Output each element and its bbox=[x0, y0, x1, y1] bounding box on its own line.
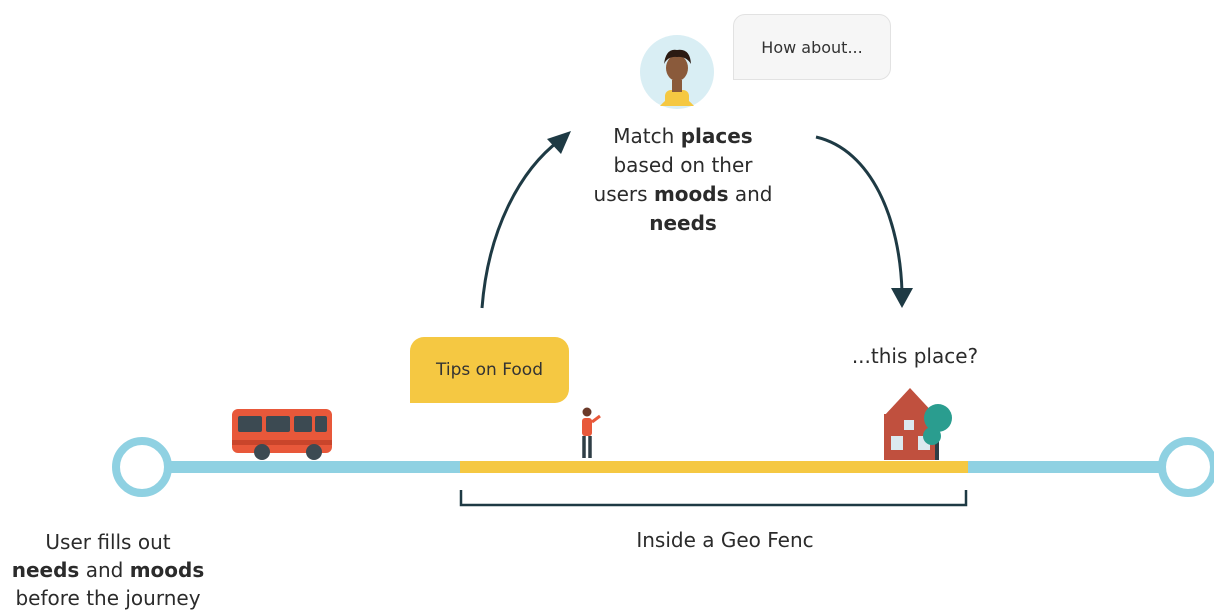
match-line1-text: Match bbox=[613, 124, 681, 148]
tree-icon bbox=[923, 404, 952, 460]
agent-speech-text: How about... bbox=[761, 37, 863, 57]
user-description: User fills out needs and moods before th… bbox=[0, 528, 216, 612]
geo-fence-label: Inside a Geo Fenc bbox=[636, 528, 814, 552]
tips-text: Tips on Food bbox=[436, 360, 543, 380]
agent-speech-bubble: How about... bbox=[733, 14, 891, 80]
bus-icon bbox=[232, 409, 332, 460]
match-places-bold: places bbox=[680, 124, 753, 148]
match-needs-bold: needs bbox=[649, 211, 717, 235]
tips-speech-bubble: Tips on Food bbox=[410, 337, 569, 403]
agent-avatar bbox=[640, 35, 714, 109]
user-moods-bold: moods bbox=[129, 558, 205, 582]
match-description: Match places based on ther users moods a… bbox=[572, 122, 794, 238]
timeline-start-node bbox=[112, 437, 172, 497]
traveler-icon bbox=[582, 407, 601, 458]
match-line3-post: and bbox=[728, 182, 773, 206]
arrow-down-to-place bbox=[815, 135, 913, 308]
timeline-end-node bbox=[1158, 437, 1214, 497]
this-place-label: ...this place? bbox=[851, 344, 979, 368]
user-line3-text: before the journey bbox=[15, 586, 201, 610]
user-line1-text: User fills out bbox=[45, 530, 171, 554]
user-line2-mid: and bbox=[79, 558, 130, 582]
arrow-up-to-match bbox=[480, 131, 571, 309]
match-line3-text: users bbox=[593, 182, 654, 206]
geo-fence-bracket bbox=[459, 490, 968, 507]
match-line2-text: based on ther bbox=[613, 153, 753, 177]
match-moods-bold: moods bbox=[653, 182, 729, 206]
user-needs-bold: needs bbox=[11, 558, 80, 582]
